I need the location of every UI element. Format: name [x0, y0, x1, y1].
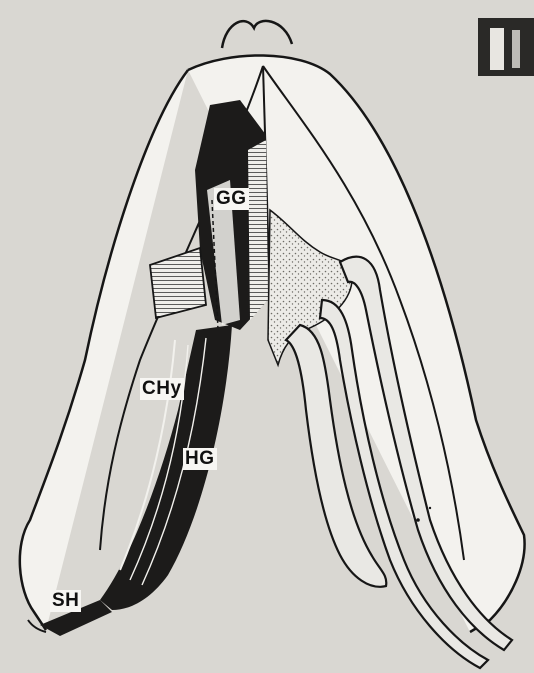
geniohyoid-block: [150, 248, 206, 318]
label-hg: HG: [183, 448, 217, 470]
tongue-tip: [222, 21, 292, 48]
label-sh: SH: [50, 590, 81, 612]
label-chy: CHy: [140, 378, 184, 400]
corner-fragment: [478, 18, 534, 76]
label-gg: GG: [214, 188, 249, 210]
